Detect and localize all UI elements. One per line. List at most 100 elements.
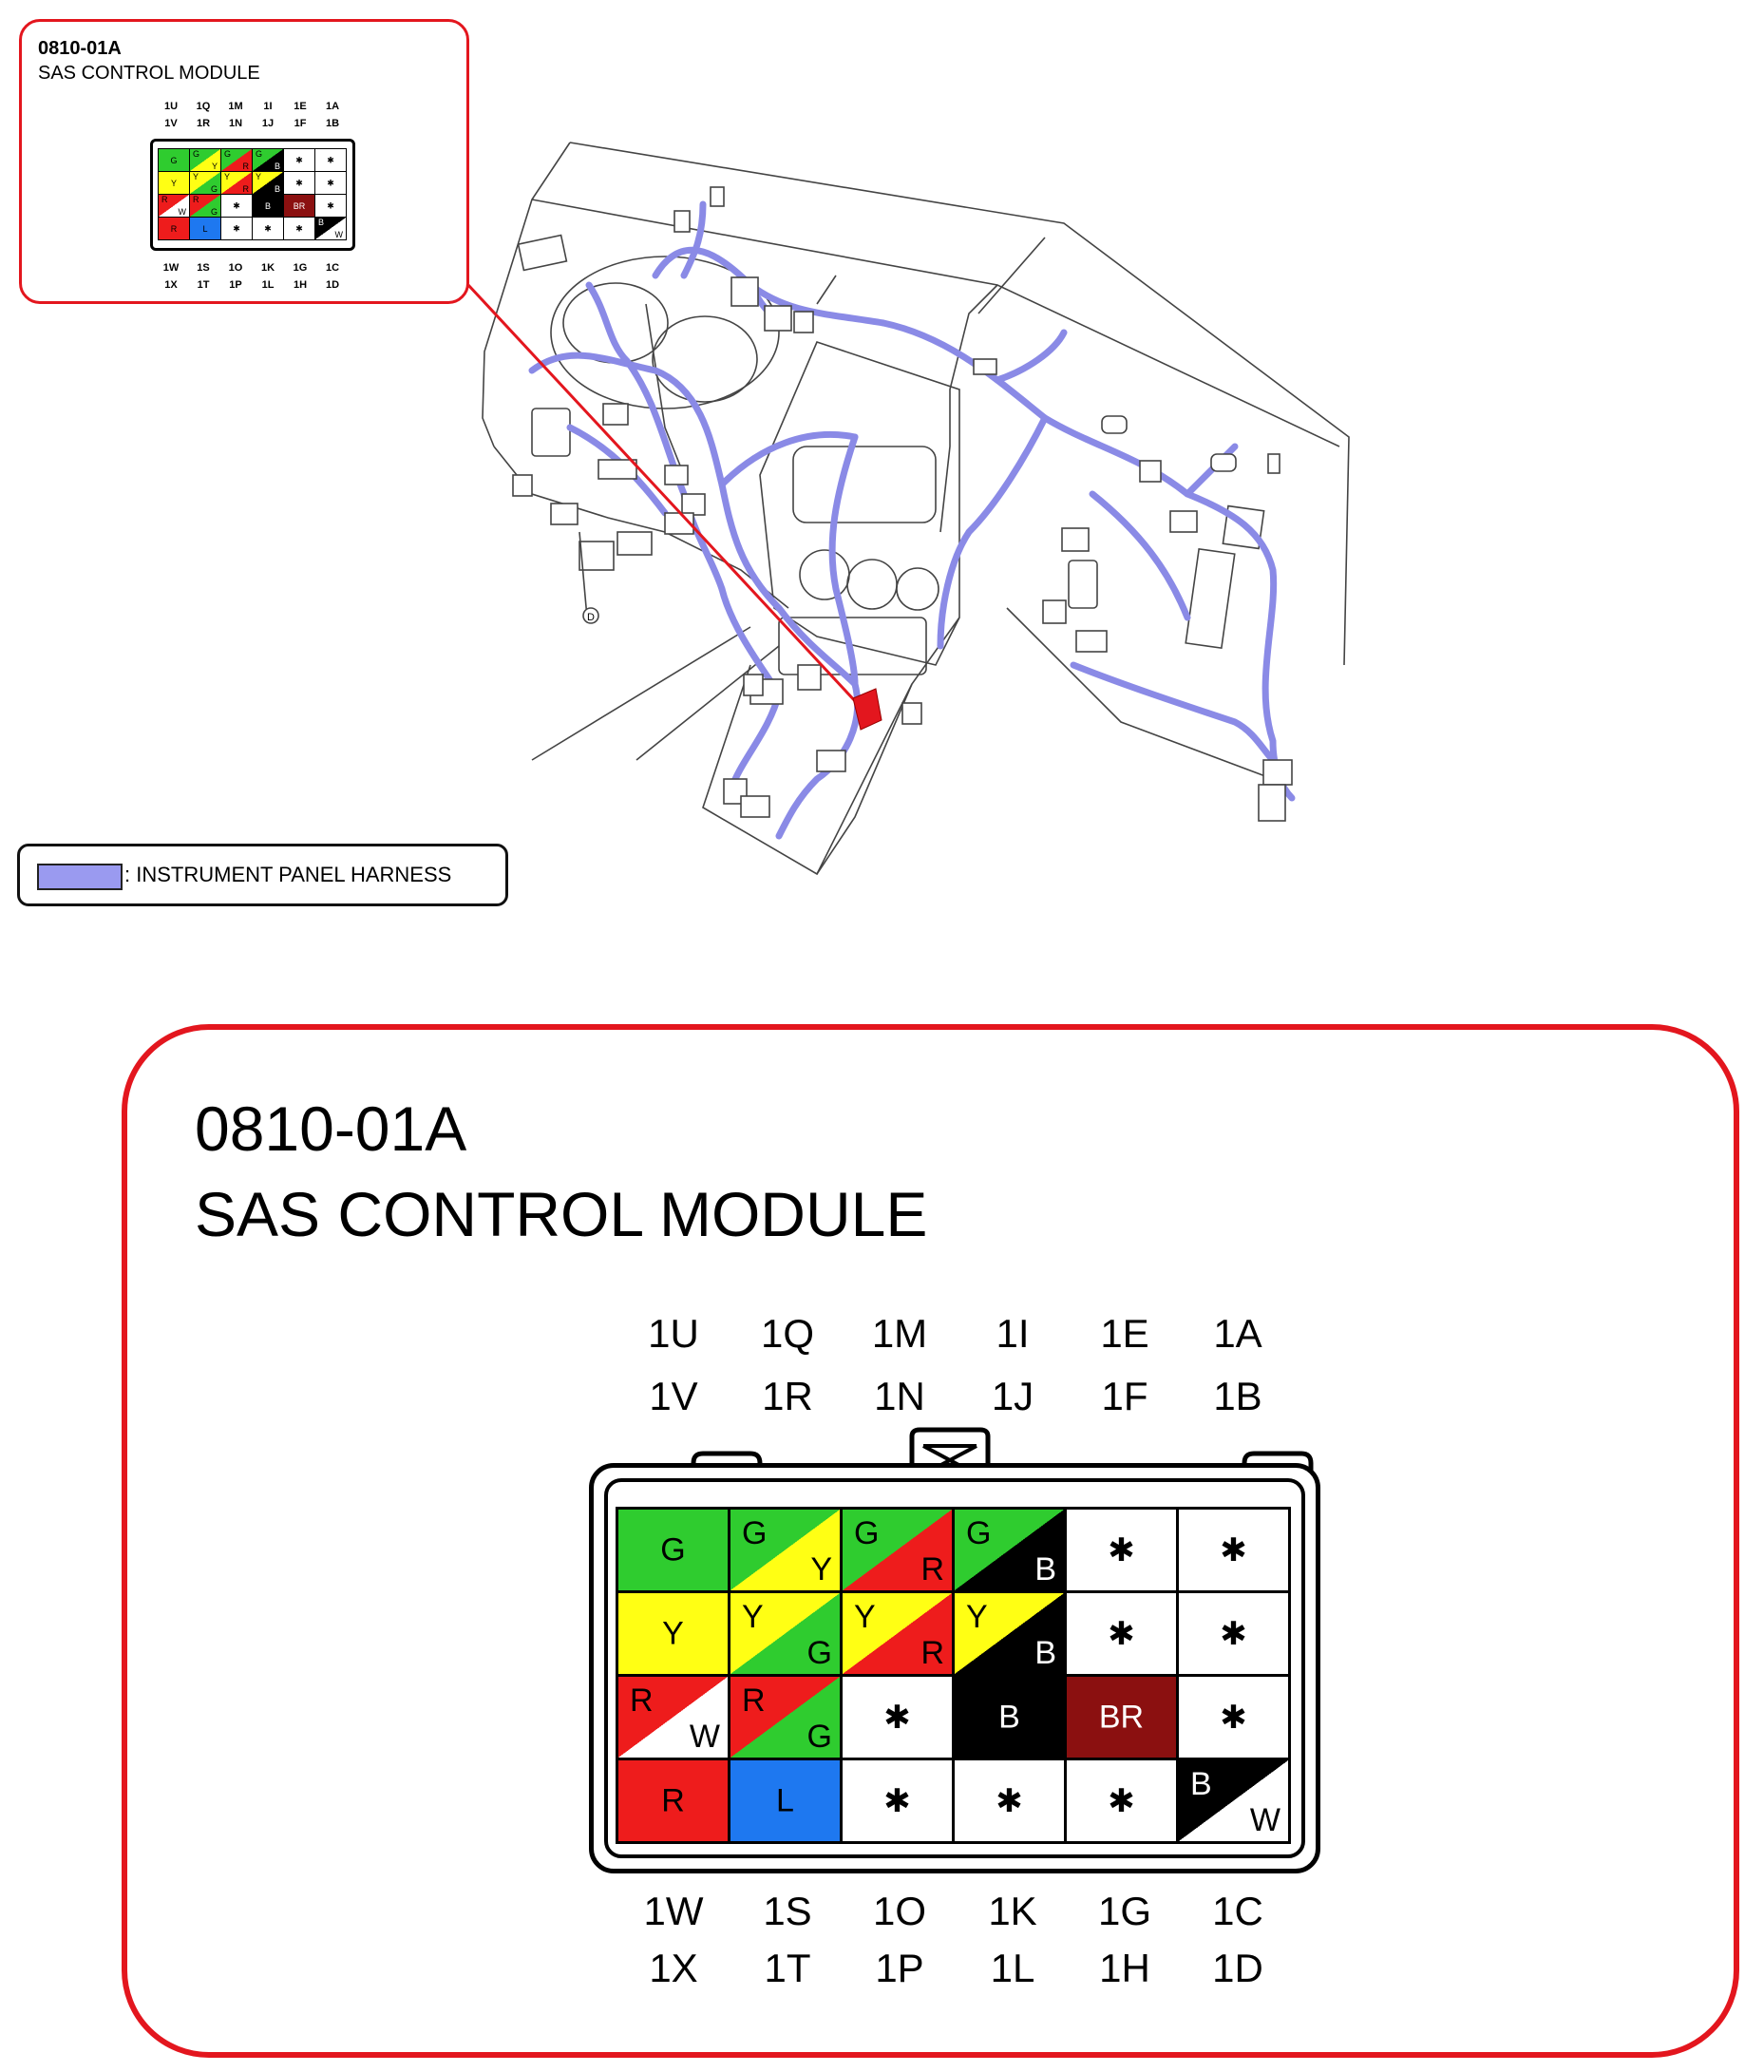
pin-cell: ✱ (284, 172, 315, 195)
pin-label: 1G (1097, 1889, 1152, 1933)
wire-color-code: ✱ (883, 1699, 911, 1736)
wire-color-code: L (202, 223, 208, 234)
small-pin-label: 1J (261, 118, 275, 129)
wire-color-code: G (660, 1531, 686, 1568)
wire-color-code: ✱ (1220, 1531, 1247, 1568)
wire-color-code: ✱ (295, 178, 303, 187)
pin-label: 1E (1100, 1311, 1149, 1356)
small-pin-label: 1D (325, 279, 340, 291)
pin-cell: ✱ (221, 195, 253, 218)
wire-color-code: R (242, 184, 250, 194)
wire-color-code: Y (854, 1599, 876, 1635)
wire-color-code: B (274, 162, 280, 171)
pin-label: 1V (649, 1374, 698, 1418)
small-pin-label: 1R (196, 118, 211, 129)
small-pin-label: 1F (294, 118, 307, 129)
pin-cell: ✱ (284, 149, 315, 172)
pin-cell: G (618, 1510, 730, 1593)
pin-cell: B (955, 1677, 1067, 1760)
pin-label: 1S (763, 1889, 812, 1933)
pin-label: 1Q (760, 1311, 815, 1356)
pin-label: 1F (1101, 1374, 1148, 1418)
wire-color-code: G (806, 1719, 832, 1755)
pin-label: 1H (1099, 1946, 1150, 1990)
pin-cell: ✱ (1067, 1593, 1179, 1677)
pin-label: 1U (648, 1311, 699, 1356)
wire-color-code: R (661, 1782, 685, 1818)
small-pin-label: 1B (325, 118, 340, 129)
wire-color-code: ✱ (883, 1782, 911, 1819)
wire-color-code: ✱ (233, 223, 240, 233)
pin-label: 1R (762, 1374, 813, 1418)
legend-label: : INSTRUMENT PANEL HARNESS (124, 863, 452, 886)
pin-cell: ✱ (284, 218, 315, 240)
small-pin-label: 1K (260, 262, 275, 274)
pin-cell: ✱ (843, 1760, 955, 1844)
small-pin-label: 1P (229, 279, 242, 291)
wire-color-code: ✱ (1108, 1531, 1135, 1568)
connector-marker-d: D (587, 612, 595, 623)
pin-cell: ✱ (1179, 1593, 1291, 1677)
wire-color-code: R (742, 1682, 766, 1719)
small-pin-label: 1O (228, 262, 243, 274)
pin-cell: G (159, 149, 190, 172)
wire-color-code: R (242, 162, 250, 171)
wire-color-code: ✱ (1108, 1782, 1135, 1819)
wire-color-code: W (689, 1719, 720, 1755)
small-callout-title: SAS CONTROL MODULE (38, 63, 260, 84)
small-pin-label: 1M (228, 101, 243, 112)
small-pin-label: 1U (163, 101, 179, 112)
wire-color-code: ✱ (327, 200, 334, 210)
wire-color-code: G (193, 149, 200, 159)
pin-cell: ✱ (315, 172, 347, 195)
pin-cell: ✱ (1179, 1510, 1291, 1593)
pin-cell: Y (159, 172, 190, 195)
wire-color-code: G (854, 1515, 880, 1551)
wire-color-code: BR (1098, 1699, 1145, 1735)
wire-color-code: Y (193, 172, 199, 181)
small-pin-label: 1C (325, 262, 340, 274)
pin-cell: ✱ (253, 218, 284, 240)
pin-label: 1N (874, 1374, 925, 1418)
wire-color-code: ✱ (295, 155, 303, 164)
wire-color-code: ✱ (295, 223, 303, 233)
small-pin-label: 1H (293, 279, 308, 291)
pin-cell: ✱ (1179, 1677, 1291, 1760)
small-pin-label: 1W (162, 262, 180, 274)
wire-color-code: B (264, 200, 271, 211)
small-pin-label: 1I (263, 101, 273, 112)
wire-color-code: R (920, 1551, 944, 1587)
small-pin-label: 1G (293, 262, 308, 274)
pin-label: 1B (1213, 1374, 1262, 1418)
connector-title: SAS CONTROL MODULE (195, 1179, 928, 1249)
small-pin-label: 1S (197, 262, 210, 274)
pin-cell: R (618, 1760, 730, 1844)
wire-color-code: B (998, 1699, 1020, 1735)
pin-label: 1P (875, 1946, 924, 1990)
pin-label: 1C (1212, 1889, 1263, 1933)
pin-cell: ✱ (1067, 1760, 1179, 1844)
pin-cell: ✱ (955, 1760, 1067, 1844)
wire-color-code: R (630, 1682, 654, 1719)
pin-label: 1T (764, 1946, 811, 1990)
wire-color-code: Y (810, 1551, 832, 1587)
pin-label: 1K (988, 1889, 1037, 1933)
small-pin-label: 1V (164, 118, 178, 129)
wire-color-code: ✱ (996, 1782, 1023, 1819)
pin-label: 1O (872, 1889, 927, 1933)
wire-color-code: L (776, 1782, 794, 1818)
